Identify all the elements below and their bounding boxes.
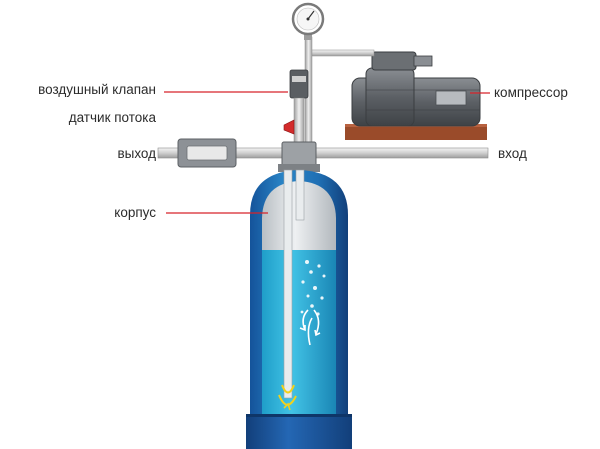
outlet-flow-box [177,138,237,168]
label-inlet: вход [498,146,527,161]
label-compressor: компрессор [494,85,568,100]
label-outlet: выход [117,146,156,161]
label-air-valve: воздушный клапан [38,82,156,97]
compressor [351,51,481,127]
leader-lines [164,91,490,214]
tank-head [278,141,320,172]
air-bubbles [300,260,326,316]
pressure-gauge [291,2,325,40]
main-pipe [157,147,489,159]
flow-arrows [299,309,321,346]
inner-tubes [278,169,305,411]
label-flow-sensor: датчик потока [68,110,156,125]
label-housing: корпус [114,205,156,220]
valve-handle [283,119,295,135]
